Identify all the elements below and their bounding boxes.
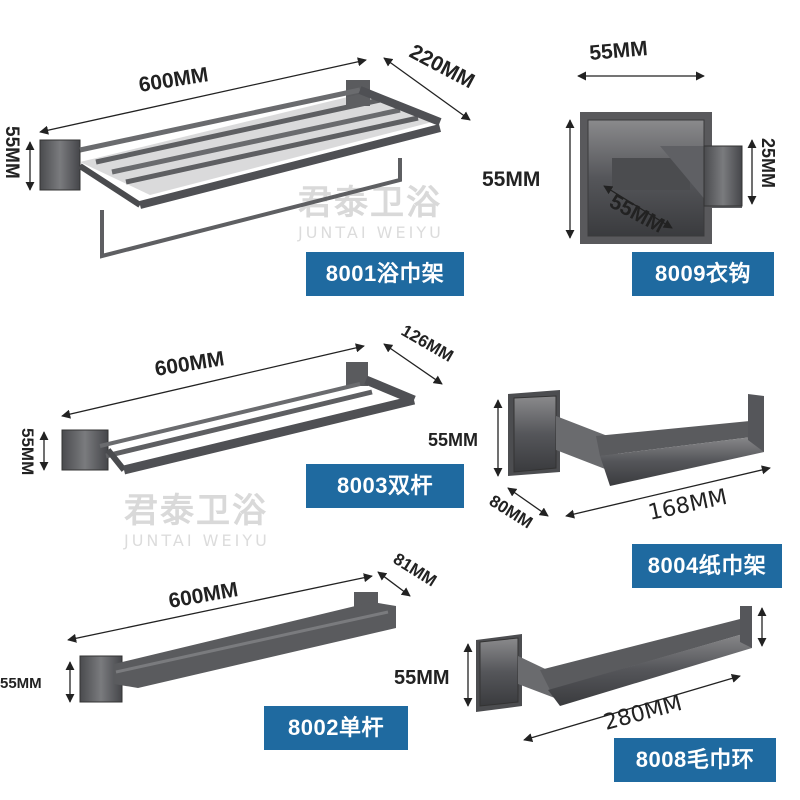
watermark-cn: 君泰卫浴 (124, 491, 268, 531)
single-bar-8002: 600MM 81MM 55MM (0, 549, 440, 703)
robe-hook-8009: 55MM 55MM 55MM 25MM (482, 37, 778, 244)
dim-depth: 220MM (406, 40, 479, 93)
dim-left: 55MM (482, 168, 540, 191)
watermark-en: JUNTAI WEIYU (297, 223, 444, 242)
towel-shelf-8001: 600MM 220MM 55MM (1, 40, 479, 259)
dim-depth: 80MM (486, 491, 536, 532)
watermark-en: JUNTAI WEIYU (123, 531, 270, 550)
dim-height: 55MM (0, 675, 42, 692)
paper-holder-8004: 55MM 80MM 168MM (428, 390, 771, 532)
double-bar-8003: 600MM 126MM 55MM (18, 321, 457, 475)
dim-depth: 81MM (390, 549, 440, 590)
dim-length: 168MM (646, 485, 729, 526)
dim-length: 280MM (601, 691, 685, 736)
model-label-8008: 8008毛巾环 (614, 738, 776, 782)
wall-plate (39, 139, 81, 191)
dim-height: 55MM (1, 126, 22, 179)
towel-ring-8008: 55MM 280MM (394, 606, 767, 743)
dim-length: 600MM (153, 347, 226, 381)
dim-length: 600MM (167, 578, 240, 613)
dim-length: 600MM (137, 63, 210, 97)
model-label-8004: 8004纸巾架 (632, 544, 782, 588)
dim-height: 55MM (428, 430, 478, 450)
watermark-middle: 君泰卫浴 JUNTAI WEIYU (123, 491, 270, 550)
model-label-8002: 8002单杆 (264, 706, 408, 750)
dim-top: 55MM (588, 37, 648, 65)
dim-height: 55MM (394, 667, 450, 689)
dim-height: 55MM (18, 428, 37, 475)
model-label-8001: 8001浴巾架 (306, 252, 464, 296)
dim-right: 25MM (758, 138, 778, 188)
model-label-8009: 8009衣钩 (632, 252, 774, 296)
watermark-top: 君泰卫浴 JUNTAI WEIYU (297, 183, 444, 242)
model-label-8003: 8003双杆 (306, 464, 464, 508)
